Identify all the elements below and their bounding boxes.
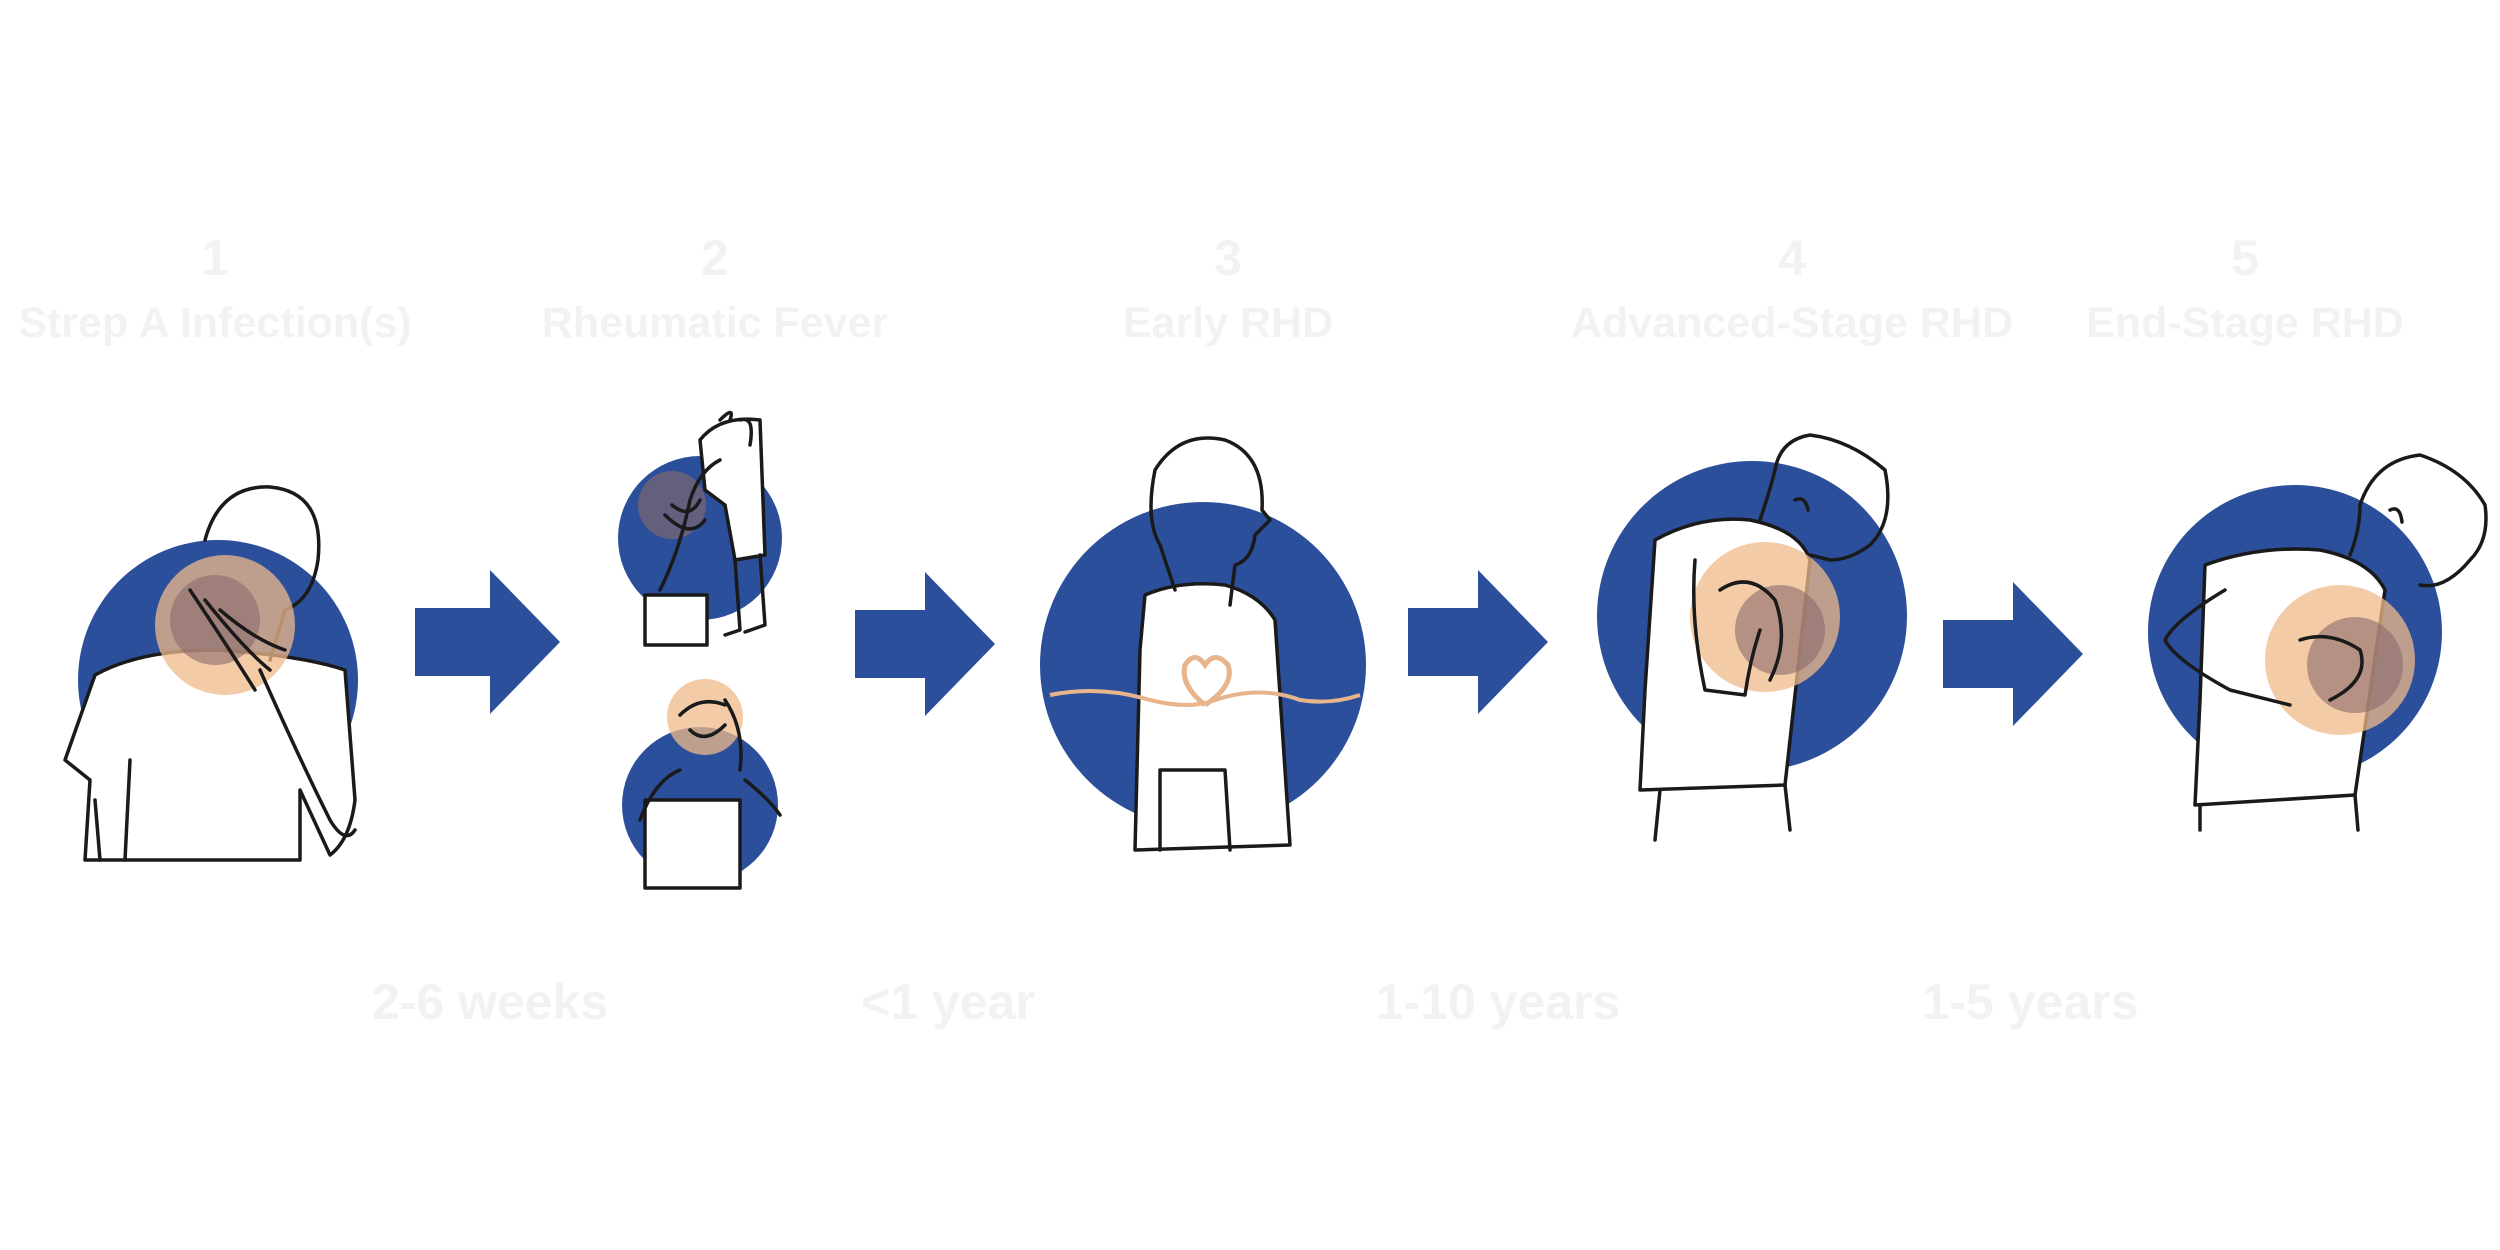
- stage-number: 1: [201, 230, 229, 286]
- stage-name: Strep A Infection(s): [18, 299, 412, 347]
- joint-pain-figure-icon: [618, 410, 782, 647]
- stage-number: 4: [1778, 230, 1806, 286]
- right-arrow-icon: [415, 570, 560, 714]
- stage-name: Advanced-Stage RHD: [1570, 299, 2014, 347]
- duration-2: <1 year: [861, 974, 1035, 1030]
- heart-figure-icon: [1040, 436, 1366, 852]
- stage-number: 2: [701, 230, 729, 286]
- duration-1: 2-6 weeks: [371, 974, 609, 1030]
- right-arrow-icon: [855, 572, 995, 716]
- chest-pain-figure-icon: [1597, 433, 1907, 842]
- stage-name: Rheumatic Fever: [541, 299, 889, 347]
- right-arrow-icon: [1408, 570, 1548, 714]
- duration-4: 1-5 years: [1921, 974, 2139, 1030]
- stage-number: 5: [2231, 230, 2259, 286]
- stage-name: Early RHD: [1122, 299, 1334, 347]
- stage-name: End-Stage RHD: [2086, 299, 2404, 347]
- right-arrow-icon: [1943, 582, 2083, 726]
- duration-3: 1-10 years: [1375, 974, 1621, 1030]
- headache-figure-icon: [622, 679, 782, 890]
- chest-pain-figure-icon: [2148, 453, 2488, 832]
- sore-throat-figure-icon: [63, 485, 358, 862]
- stage-number: 3: [1214, 230, 1242, 286]
